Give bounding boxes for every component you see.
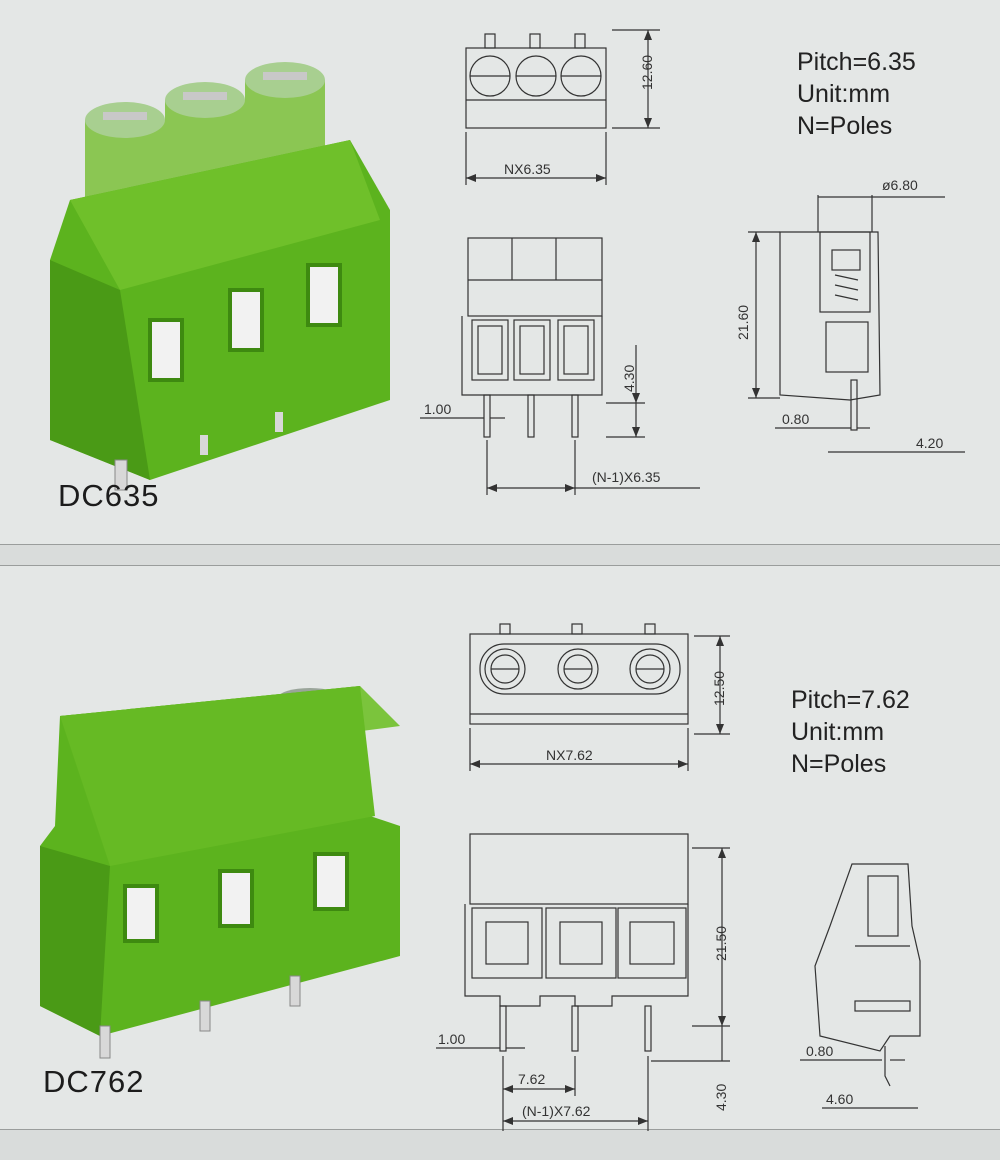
spec-block: Pitch=7.62 Unit:mm N=Poles [791,684,910,780]
dim-pin-width: 1.00 [438,1031,465,1047]
dim-height-top: 12.50 [711,671,727,706]
technical-drawing-dc762: 12.50 NX7.62 21.50 4.30 1.00 7.62 (N-1)X… [436,623,921,1131]
dim-pitch: 7.62 [518,1071,545,1087]
model-name: DC635 [58,478,160,513]
dim-pin-thick: 0.80 [782,411,809,427]
spec-block: Pitch=6.35 Unit:mm N=Poles [797,46,916,142]
dim-pin-width: 1.00 [424,401,451,417]
poles-label: N=Poles [791,750,887,778]
top-view-outline [469,633,689,725]
dim-pin-pitch: (N-1)X7.62 [522,1103,591,1119]
dim-pin-height: 4.30 [621,365,637,392]
dim-height-front: 21.50 [713,926,729,961]
dim-pin-thick: 0.80 [806,1043,833,1059]
top-view-outline [465,47,607,129]
dim-pin-height: 4.30 [713,1084,729,1111]
dim-height-top: 12.60 [639,55,655,90]
pitch-label: Pitch=6.35 [797,48,916,76]
dim-diameter: ø6.80 [882,177,918,193]
terminal-block-render-dc635 [50,62,390,491]
poles-label: N=Poles [797,112,893,140]
side-view-outline [779,231,881,401]
model-name: DC762 [43,1064,145,1099]
dim-height-side: 21.60 [735,305,751,340]
dim-pin-pitch: (N-1)X6.35 [592,469,661,485]
dim-width: NX7.62 [546,747,593,763]
product-panel-dc762: DC762 Pitch=7.62 Unit:mm N=Poles [0,565,1000,1131]
pitch-label: Pitch=7.62 [791,686,910,714]
dim-pin-offset: 4.60 [826,1091,853,1107]
dim-width: NX6.35 [504,161,551,177]
side-view-outline [814,863,921,1052]
technical-drawing-dc635: 12.60 NX6.35 ø6.80 21.60 4.30 1.00 (N-1)… [420,29,965,495]
unit-label: Unit:mm [797,80,891,108]
product-panel-dc635: DC635 Pitch=6.35 Unit:mm N=Poles [0,0,1000,545]
dim-pin-offset: 4.20 [916,435,943,451]
terminal-block-render-dc762 [40,686,400,1059]
unit-label: Unit:mm [791,718,885,746]
